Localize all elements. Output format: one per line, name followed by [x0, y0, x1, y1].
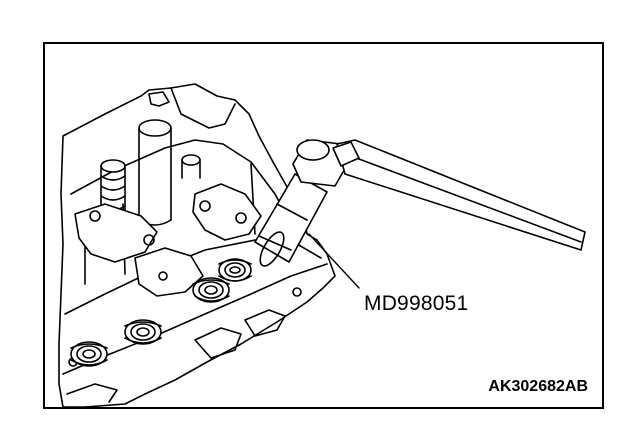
top-ridge — [170, 87, 236, 129]
wrench-socket-tool — [254, 139, 586, 267]
lower-edge-detail — [66, 383, 118, 403]
leader-line — [308, 233, 360, 289]
valve-spring-cluster-left — [70, 341, 108, 367]
rocker-bracket-2 — [192, 183, 262, 241]
illustration-frame: MD998051 AK302682AB — [43, 42, 604, 409]
lower-ports — [194, 309, 286, 359]
valve-spring-cluster-right — [192, 258, 252, 303]
engine-head-illustration — [58, 83, 586, 407]
top-boss — [148, 91, 170, 107]
valve-cap-right — [181, 154, 201, 179]
rocker-bracket-1 — [74, 203, 158, 263]
valve-spring-left — [100, 159, 126, 215]
tool-part-number-label: MD998051 — [364, 292, 469, 315]
valve-spring-cluster-middle — [124, 319, 162, 345]
figure-id-label: AK302682AB — [488, 378, 588, 395]
